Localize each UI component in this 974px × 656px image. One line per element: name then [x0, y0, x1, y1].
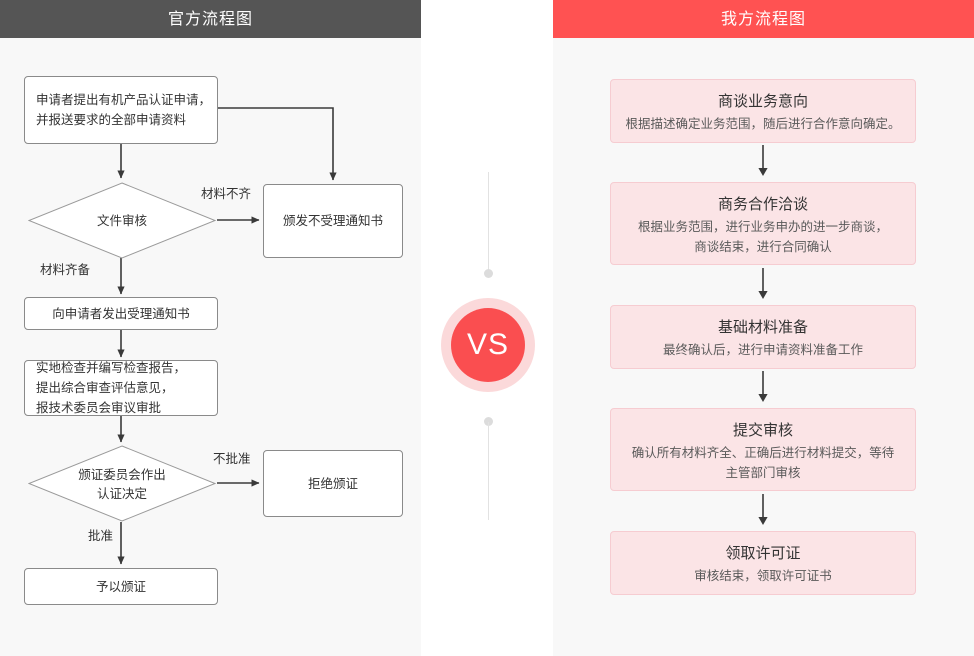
- vs-badge-circle: VS: [451, 308, 525, 382]
- step-arrow-1-to-2: [756, 145, 770, 177]
- node-onsite-inspection[interactable]: 实地检查并编写检查报告， 提出综合审查评估意见， 报技术委员会审议审批: [24, 360, 218, 416]
- our-panel-header: 我方流程图: [553, 0, 974, 38]
- step-card-4[interactable]: 提交审核 确认所有材料齐全、正确后进行材料提交，等待 主管部门审核: [610, 408, 916, 491]
- step-card-5[interactable]: 领取许可证 审核结束，领取许可证书: [610, 531, 916, 595]
- step-card-3[interactable]: 基础材料准备 最终确认后，进行申请资料准备工作: [610, 305, 916, 369]
- official-panel-header: 官方流程图: [0, 0, 421, 38]
- node-document-review[interactable]: 文件审核: [28, 182, 216, 259]
- vs-badge: VS: [441, 298, 535, 392]
- step-card-1-title: 商谈业务意向: [717, 92, 808, 110]
- node-acceptance-notice[interactable]: 向申请者发出受理通知书: [24, 297, 218, 330]
- vs-badge-label: VS: [466, 328, 510, 361]
- step-arrow-4-to-5: [756, 494, 770, 526]
- step-card-2-desc: 根据业务范围，进行业务申办的进一步商谈， 商谈结束，进行合同确认: [637, 219, 888, 254]
- step-arrow-3-to-4: [756, 371, 770, 403]
- official-flow-panel: 官方流程图 申请者提出有机产品认证申请: [0, 0, 421, 656]
- step-card-1-desc: 根据描述确定业务范围，随后进行合作意向确定。: [625, 116, 901, 131]
- node-refuse-certificate[interactable]: 拒绝颁证: [263, 450, 403, 517]
- node-application[interactable]: 申请者提出有机产品认证申请， 并报送要求的全部申请资料: [24, 76, 218, 144]
- node-certification-decision-label: 颁证委员会作出 认证决定: [78, 466, 166, 501]
- step-arrow-2-to-3: [756, 268, 770, 300]
- step-card-5-desc: 审核结束，领取许可证书: [694, 568, 832, 583]
- diamond-shape: [28, 445, 216, 522]
- vs-connector-line-bottom: [488, 422, 489, 520]
- node-document-review-label: 文件审核: [96, 213, 147, 228]
- node-certification-decision[interactable]: 颁证委员会作出 认证决定: [28, 445, 216, 522]
- edge-label-materials-incomplete: 材料不齐: [201, 186, 252, 201]
- edge-label-not-approved: 不批准: [213, 451, 251, 466]
- step-card-3-title: 基础材料准备: [717, 318, 808, 336]
- step-card-2[interactable]: 商务合作洽谈 根据业务范围，进行业务申办的进一步商谈， 商谈结束，进行合同确认: [610, 182, 916, 265]
- step-card-3-desc: 最终确认后，进行申请资料准备工作: [662, 342, 863, 357]
- step-card-4-title: 提交审核: [732, 421, 793, 439]
- step-card-4-desc: 确认所有材料齐全、正确后进行材料提交，等待 主管部门审核: [631, 445, 895, 480]
- edge-label-approved: 批准: [88, 528, 114, 543]
- edge-label-materials-complete: 材料齐备: [40, 262, 91, 277]
- step-card-5-title: 领取许可证: [725, 544, 801, 562]
- vs-dot-bottom: [484, 417, 493, 426]
- node-grant-certificate[interactable]: 予以颁证: [24, 568, 218, 605]
- diamond-shape: [28, 182, 216, 259]
- step-card-1[interactable]: 商谈业务意向 根据描述确定业务范围，随后进行合作意向确定。: [610, 79, 916, 143]
- vs-connector-line-top: [488, 172, 489, 270]
- vs-dot-top: [484, 269, 493, 278]
- step-card-2-title: 商务合作洽谈: [717, 195, 808, 213]
- node-reject-notice[interactable]: 颁发不受理通知书: [263, 184, 403, 258]
